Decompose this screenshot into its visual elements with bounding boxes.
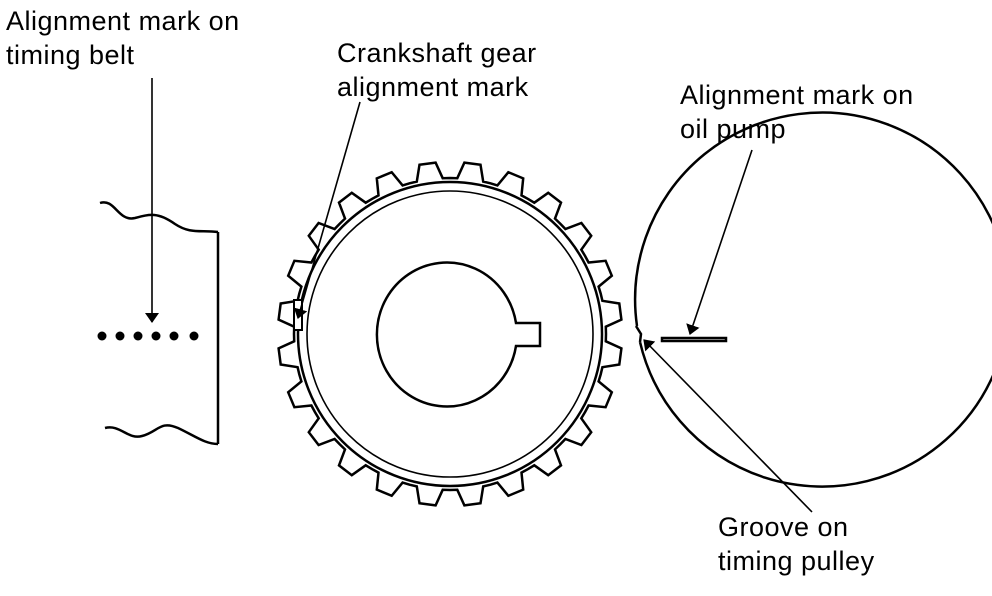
- gear-hub-ring-outer: [296, 180, 604, 488]
- crank-gear-alignment-notch: [293, 299, 303, 331]
- gear-teeth-outline: [277, 161, 623, 507]
- gear-hub-ring-inner: [306, 190, 594, 478]
- timing-belt: [97, 201, 220, 446]
- crankshaft-bore-keyway: [375, 261, 542, 408]
- belt-alignment-dots: [97, 331, 199, 341]
- crankshaft-gear: [277, 161, 623, 507]
- arrow-oil-pump-mark: [686, 149, 753, 335]
- arrow-crank-gear-mark: [293, 101, 361, 319]
- label-oil-pump-mark: Alignment mark on oil pump: [680, 80, 922, 144]
- label-timing-belt-mark: Alignment mark on timing belt: [6, 6, 248, 70]
- label-crank-gear-mark: Crankshaft gear alignment mark: [337, 38, 545, 102]
- oil-pump-alignment-mark: [660, 336, 728, 343]
- arrow-pulley-groove: [643, 339, 813, 513]
- label-pulley-groove: Groove on timing pulley: [718, 512, 875, 576]
- timing-pulley-outer: [633, 111, 992, 488]
